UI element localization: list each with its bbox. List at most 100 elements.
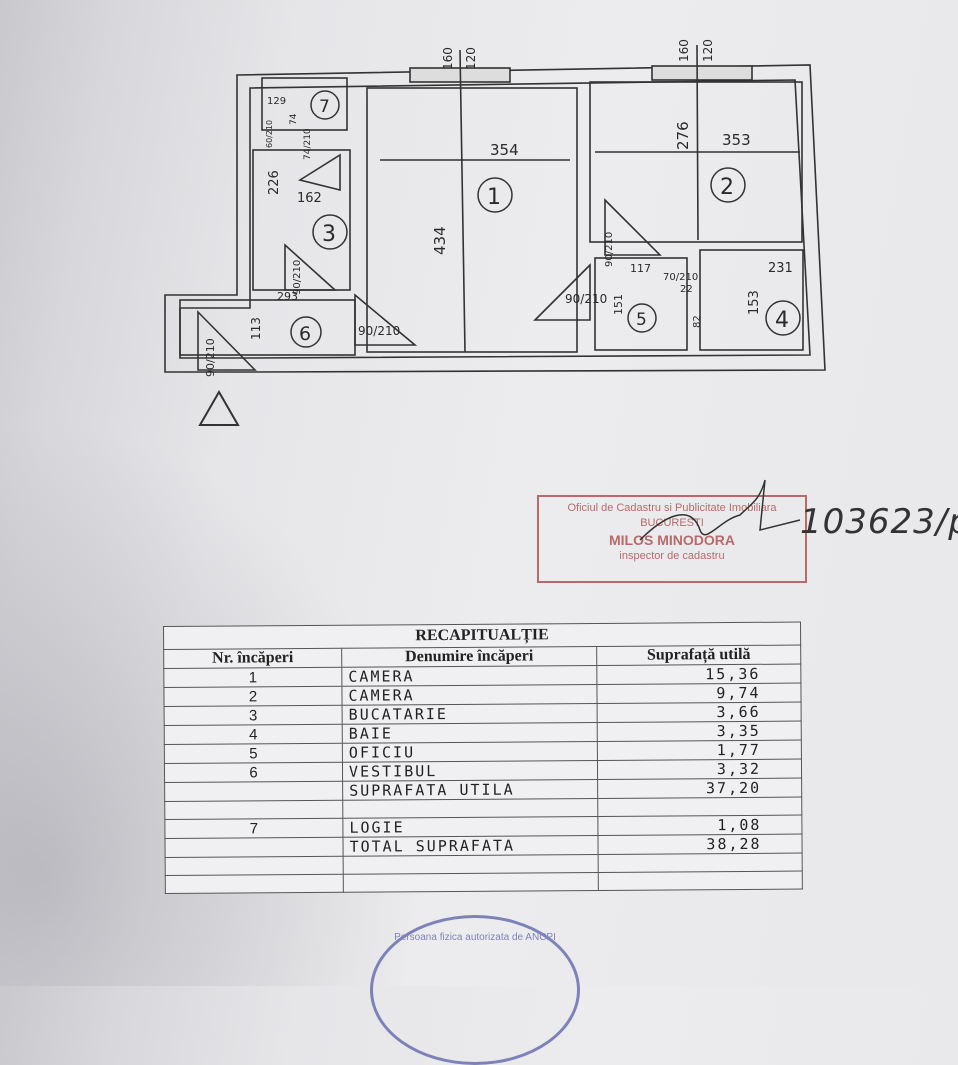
door-dimension: 90/210 (358, 324, 400, 338)
room-4-number: 4 (775, 308, 789, 333)
room-area: 3,66 (597, 702, 802, 723)
stamp-role: inspector de cadastru (619, 550, 725, 562)
room-name (343, 854, 599, 875)
door-swing (284, 243, 338, 291)
room-area: 3,35 (597, 721, 802, 742)
entrance-icon (198, 389, 240, 426)
room-name: LOGIE (342, 816, 598, 838)
room-area: 37,20 (597, 778, 802, 799)
cadastre-stamp: Oficiul de Cadastru si Publicitate Imobi… (537, 495, 807, 583)
room-area: 1,77 (597, 740, 802, 761)
room-3-number: 3 (322, 222, 336, 247)
col-header-name: Denumire încăperi (341, 646, 597, 668)
dimension: 162 (297, 191, 322, 206)
room-name: SUPRAFATA UTILA (342, 779, 598, 801)
col-header-area: Suprafață utilă (596, 645, 801, 666)
door-swing (197, 310, 257, 371)
door-swing (533, 263, 591, 321)
door-dimension: 90/210 (292, 260, 303, 295)
row-number (165, 874, 344, 894)
row-number (164, 800, 343, 820)
window-dimension: 120 (701, 39, 715, 62)
door-dimension: 90/210 (604, 232, 615, 267)
dimension: 226 (267, 170, 282, 195)
door-swing (297, 153, 341, 192)
dimension: 22 (680, 284, 693, 295)
floor-plan: 1 2 3 4 5 6 7 354 434 353 276 162 226 23… (164, 39, 826, 426)
room-1-outline (366, 87, 578, 353)
row-number (164, 837, 344, 858)
room-area (598, 871, 803, 891)
window-dimension: 120 (464, 47, 478, 70)
round-stamp-text: Persoana fizica autorizata de ANCPI (394, 932, 556, 943)
room-name: BUCATARIE (342, 703, 598, 725)
door-swing (354, 293, 418, 346)
dimension: 231 (768, 261, 793, 276)
door-dimension: 60/210 (265, 120, 274, 148)
table-row (165, 871, 803, 894)
room-name: BAIE (342, 722, 598, 744)
room-name: VESTIBUL (342, 760, 598, 782)
dimension: 354 (490, 141, 519, 159)
door-dimension: 90/210 (565, 292, 607, 306)
room-7-number: 7 (319, 97, 330, 117)
row-number: 6 (164, 762, 343, 783)
dimension: 153 (747, 290, 762, 315)
dimension: 117 (630, 262, 651, 275)
room-name: OFICIU (342, 741, 598, 763)
inner-wall-line (179, 79, 811, 359)
window-2 (651, 65, 753, 81)
stamp-office: Oficiul de Cadastru si Publicitate Imobi… (567, 502, 777, 514)
room-7-outline (261, 77, 348, 131)
room-area: 3,32 (597, 759, 802, 780)
room-area: 38,28 (597, 834, 803, 855)
room-name: CAMERA (341, 684, 598, 706)
room-name (342, 798, 598, 819)
room-6-number: 6 (299, 323, 311, 345)
dimension: 276 (674, 121, 692, 150)
row-number (164, 781, 343, 802)
window-dimension: 160 (677, 39, 691, 62)
room-area: 9,74 (596, 683, 802, 704)
round-stamp: Persoana fizica autorizata de ANCPI (370, 915, 580, 1065)
dimension: 74 (289, 113, 299, 125)
room-2-number: 2 (720, 175, 734, 200)
room-name (343, 872, 599, 893)
dimension: 353 (722, 131, 751, 149)
dimension: 293 (277, 290, 298, 303)
registration-number: 103623/p (800, 502, 958, 542)
room-5-number: 5 (636, 310, 647, 330)
room-area: 15,36 (596, 664, 801, 685)
window-dimension: 160 (441, 47, 455, 70)
row-number: 2 (163, 686, 343, 707)
dimension: 129 (267, 96, 286, 107)
row-number: 4 (164, 724, 343, 745)
stamp-inspector-name: MILOS MINODORA (609, 532, 735, 548)
door-swing (604, 198, 662, 256)
door-dimension: 90/210 (204, 338, 217, 377)
room-name: CAMERA (341, 665, 597, 687)
room-area: 1,08 (597, 815, 802, 836)
room-4-outline (699, 249, 804, 351)
dimension: 82 (692, 315, 703, 328)
room-5-outline (594, 257, 688, 351)
room-area (597, 797, 802, 817)
dimension: 151 (612, 294, 625, 315)
dimension: 113 (249, 317, 263, 340)
outer-wall (164, 64, 826, 373)
dimension: 434 (431, 226, 449, 255)
room-1-number: 1 (487, 185, 501, 210)
col-header-nr: Nr. încăperi (163, 648, 342, 669)
row-number: 1 (163, 667, 342, 688)
stamp-city: BUCURESTI (640, 517, 704, 529)
recapitulation-table: RECAPITUALȚIE Nr. încăperi Denumire încă… (163, 621, 803, 894)
room-2-outline (589, 81, 803, 243)
row-number: 3 (164, 705, 343, 726)
room-area (598, 853, 803, 873)
room-name: TOTAL SUPRAFATA (342, 835, 599, 857)
door-dimension: 70/210 (663, 272, 698, 283)
row-number (165, 856, 344, 876)
row-number: 7 (164, 818, 343, 839)
door-dimension: 74/210 (303, 128, 313, 160)
row-number: 5 (164, 743, 343, 764)
